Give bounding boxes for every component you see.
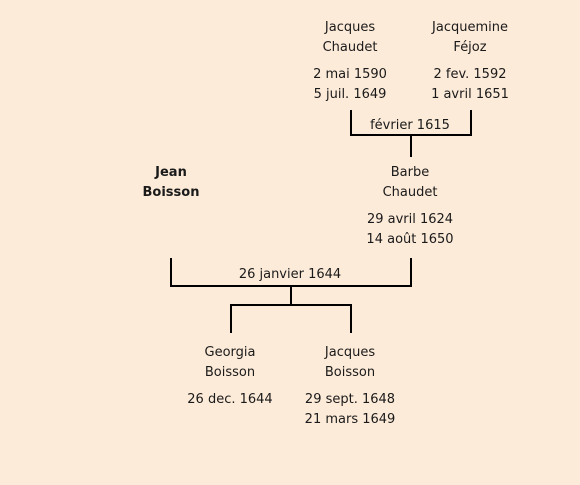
birth-date: 29 sept. 1648	[304, 392, 396, 407]
person-jean-boisson: Jean Boisson	[101, 163, 241, 203]
death-date: 21 mars 1649	[304, 412, 396, 427]
first-name: Georgia	[204, 345, 256, 360]
birth-date: 2 mai 1590	[313, 67, 387, 82]
life-dates: 29 sept. 1648 21 mars 1649	[280, 390, 420, 430]
death-date: 14 août 1650	[366, 232, 454, 247]
marriage-date-boisson-chaudet: 26 janvier 1644	[238, 267, 342, 282]
children-bracket	[230, 304, 352, 333]
life-dates: 2 fev. 1592 1 avril 1651	[400, 65, 540, 105]
last-name: Chaudet	[382, 185, 438, 200]
birth-date: 2 fev. 1592	[433, 67, 507, 82]
death-date: 5 juil. 1649	[313, 87, 387, 102]
death-date: 1 avril 1651	[431, 87, 509, 102]
life-dates: 29 avril 1624 14 août 1650	[340, 210, 480, 250]
marriage-date-chaudet-fejoz: février 1615	[370, 118, 450, 133]
last-name: Chaudet	[322, 40, 378, 55]
life-dates: 26 dec. 1644	[160, 390, 300, 410]
person-georgia-boisson: Georgia Boisson 26 dec. 1644	[160, 343, 300, 410]
birth-date: 29 avril 1624	[366, 212, 454, 227]
person-barbe-chaudet: Barbe Chaudet 29 avril 1624 14 août 1650	[340, 163, 480, 250]
first-name: Jacquemine	[432, 20, 508, 35]
person-jacques-chaudet: Jacques Chaudet 2 mai 1590 5 juil. 1649	[280, 18, 420, 105]
first-name: Jean	[155, 165, 187, 180]
last-name: Boisson	[204, 365, 256, 380]
birth-date: 26 dec. 1644	[187, 392, 273, 407]
life-dates: 2 mai 1590 5 juil. 1649	[280, 65, 420, 105]
first-name: Jacques	[324, 20, 376, 35]
last-name: Boisson	[324, 365, 376, 380]
first-name: Jacques	[324, 345, 376, 360]
last-name: Féjoz	[453, 40, 487, 55]
person-jacquemine-fejoz: Jacquemine Féjoz 2 fev. 1592 1 avril 165…	[400, 18, 540, 105]
last-name: Boisson	[142, 185, 200, 200]
person-jacques-boisson: Jacques Boisson 29 sept. 1648 21 mars 16…	[280, 343, 420, 430]
first-name: Barbe	[390, 165, 430, 180]
